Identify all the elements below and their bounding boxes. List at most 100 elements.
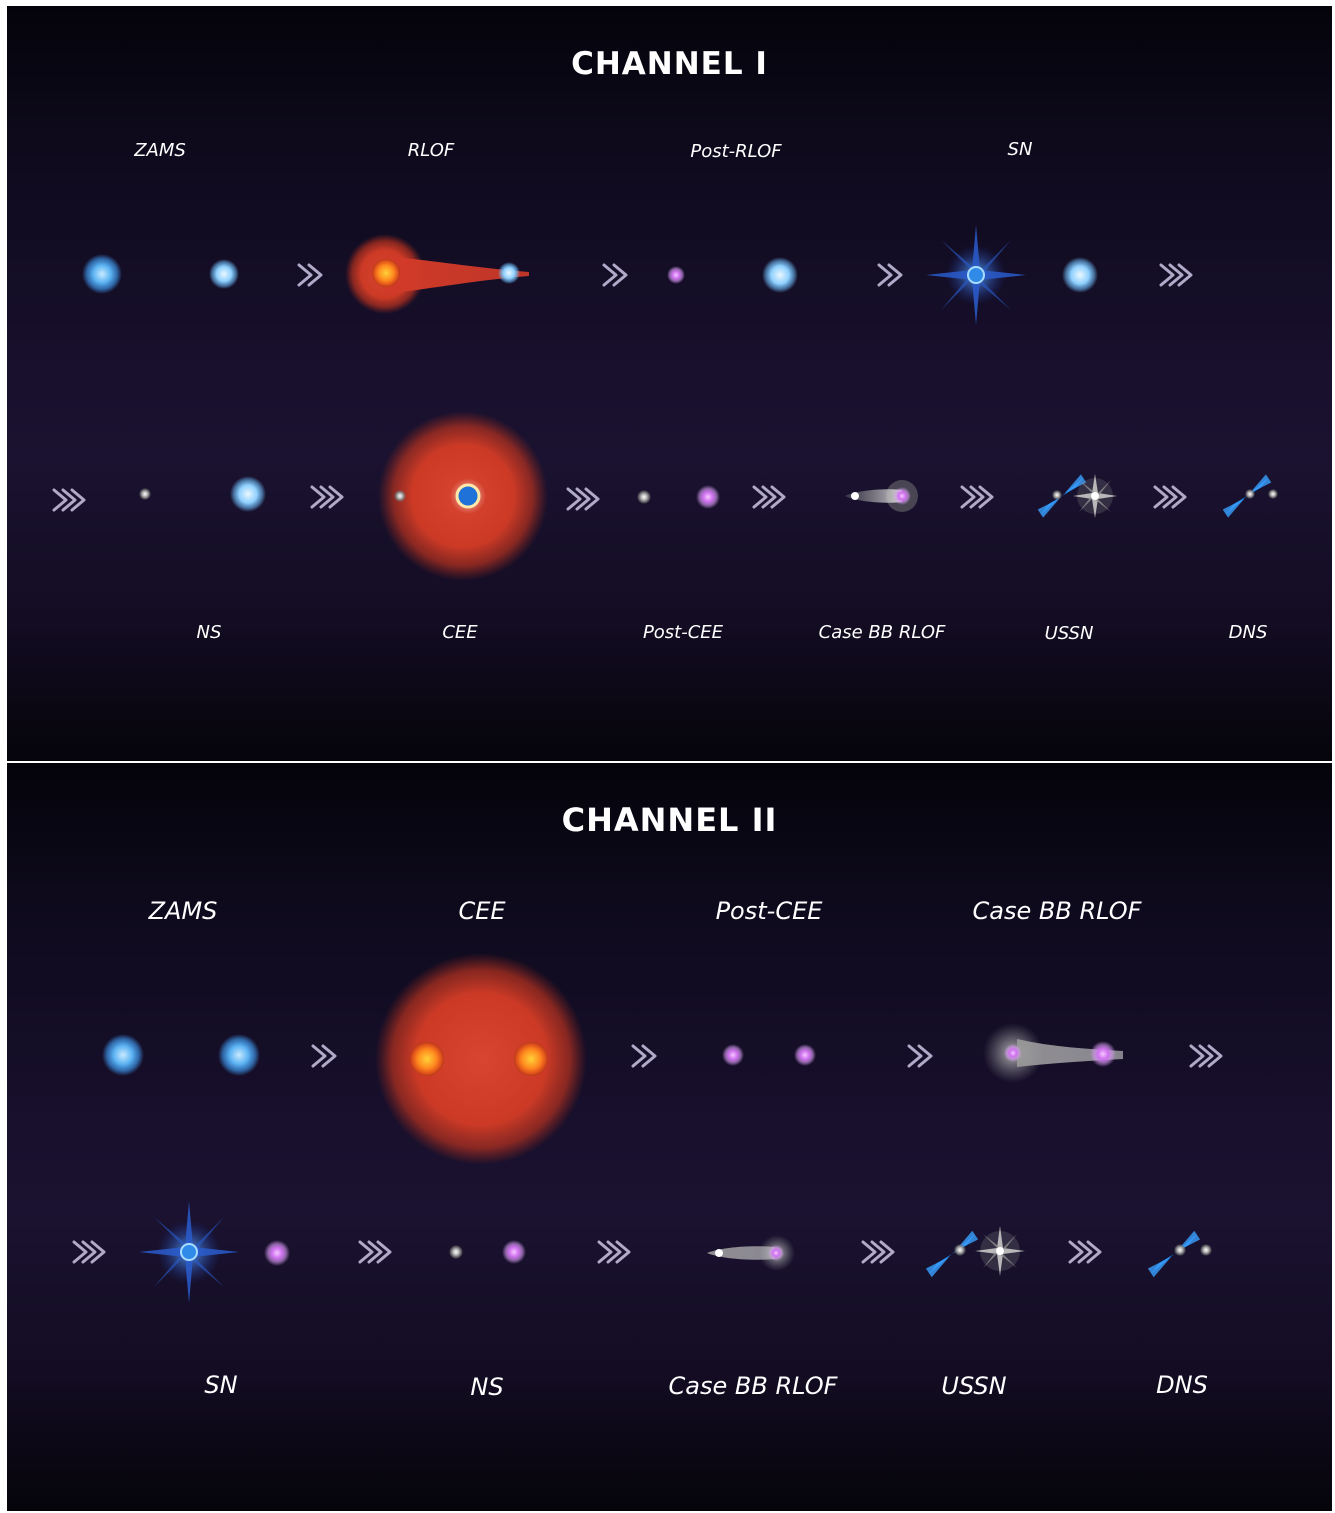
supernova-burst-icon [975,1226,1025,1276]
stage-label-ns: NS [470,1373,504,1401]
main-sequence-star-icon [218,1034,260,1076]
stage-label-cee: CEE [458,897,506,925]
chevron-arrow-icon [752,485,786,509]
neutron-star-icon [1268,489,1278,499]
neutron-star-icon [1200,1244,1212,1256]
chevron-arrow-icon [861,1240,895,1264]
stage-label-cee: CEE [442,622,478,643]
row2-case-bb-rlof-binary [707,1235,795,1271]
chevron-arrow-icon [597,1240,631,1264]
chevron-arrow-icon [602,263,628,287]
row1-post-rlof-binary [667,257,798,293]
supernova-burst-icon [926,225,1026,325]
mass-transfer-stream-icon [385,256,529,294]
giant-core-icon [372,259,400,287]
chevron-arrow-icon [1159,263,1193,287]
main-sequence-star-icon [230,476,266,512]
chevron-arrow-icon [311,1044,337,1068]
stage-label-post-cee: Post-CEE [642,622,724,643]
helium-star-icon [264,1240,290,1266]
main-sequence-star-icon [102,1034,144,1076]
neutron-star-icon [1245,489,1255,499]
stage-label-ussn: USSN [1044,623,1094,644]
helium-star-icon [794,1044,816,1066]
channel-2-panel: CHANNEL II [7,763,1332,1511]
main-sequence-star-icon [762,257,798,293]
neutron-star-icon [715,1249,723,1257]
chevron-arrow-icon [1068,1240,1102,1264]
supernova-burst-icon [139,1201,239,1303]
stage-label-zams: ZAMS [134,140,186,161]
row2-cee-binary [378,411,548,581]
giant-core-icon [410,1042,444,1076]
stage-label-zams: ZAMS [148,897,218,925]
chevron-arrow-icon [907,1044,933,1068]
neutron-star-icon [394,490,406,502]
chevron-arrow-icon [960,485,994,509]
helium-star-icon [722,1044,744,1066]
row2-dns-binary [1222,474,1278,518]
chevron-arrow-icon [52,488,86,512]
main-sequence-star-icon [1062,257,1098,293]
stage-label-rlof: RLOF [407,140,455,161]
neutron-star-icon [1052,490,1062,500]
stage-label-post-cee: Post-CEE [715,897,823,925]
stage-label-case-bb-rlof: Case BB RLOF [818,622,946,643]
row1-sn-binary [926,225,1098,325]
chevron-arrow-icon [566,487,600,511]
neutron-star-icon [139,488,151,500]
row1-case-bb-rlof-binary [983,1023,1123,1083]
row1-zams-binary [82,254,239,294]
helium-star-icon [1090,1041,1116,1067]
stage-label-dns: DNS [1156,1371,1208,1399]
chevron-arrow-icon [297,263,323,287]
stage-label-dns: DNS [1228,622,1268,643]
channel-2-title: CHANNEL II [561,801,778,839]
main-sequence-star-icon [82,254,122,294]
giant-core-icon [514,1042,548,1076]
stage-label-ussn: USSN [941,1372,1007,1400]
row2-dns-binary [1147,1230,1212,1278]
chevron-arrow-icon [1189,1044,1223,1068]
neutron-star-icon [954,1244,966,1256]
neutron-star-icon [851,492,859,500]
chevron-arrow-icon [631,1044,657,1068]
mass-transfer-stream-icon [707,1246,775,1260]
stage-label-case-bb-rlof-2: Case BB RLOF [668,1372,838,1400]
pulsar-icon [925,1230,979,1278]
neutron-star-icon [1174,1244,1186,1256]
mass-transfer-stream-icon [845,489,902,503]
stage-label-post-rlof: Post-RLOF [690,141,782,162]
row2-ussn-binary [925,1226,1025,1278]
row1-cee-binary [375,953,587,1165]
giant-core-icon [455,483,481,509]
row2-ns-binary [449,1240,526,1264]
helium-star-icon [768,1245,784,1261]
accretor-star-icon [498,262,520,284]
row1-rlof-binary [345,234,529,314]
chevron-arrow-icon [358,1240,392,1264]
helium-star-icon [667,266,685,284]
row2-ns-binary [139,476,266,512]
row2-post-cee-binary [637,485,720,509]
row2-case-bb-rlof-binary [845,480,918,512]
row1-zams-binary [102,1034,260,1076]
neutron-star-icon [449,1245,463,1259]
chevron-arrow-icon [877,263,903,287]
helium-star-icon [696,485,720,509]
channel-1-panel: CHANNEL I [7,6,1332,761]
stage-label-ns: NS [196,622,222,643]
channel-1-title: CHANNEL I [571,46,768,82]
chevron-arrow-icon [72,1240,106,1264]
helium-star-icon [1004,1044,1022,1062]
chevron-arrow-icon [1153,485,1187,509]
main-sequence-star-icon [209,259,239,289]
row2-sn-binary [139,1201,290,1303]
chevron-arrow-icon [310,485,344,509]
row2-ussn-binary [1037,474,1117,518]
stage-label-sn: SN [1007,139,1033,160]
neutron-star-icon [637,490,651,504]
stage-label-sn: SN [204,1371,238,1399]
channel-1-diagram [52,225,1278,581]
channel-2-diagram [72,953,1223,1303]
